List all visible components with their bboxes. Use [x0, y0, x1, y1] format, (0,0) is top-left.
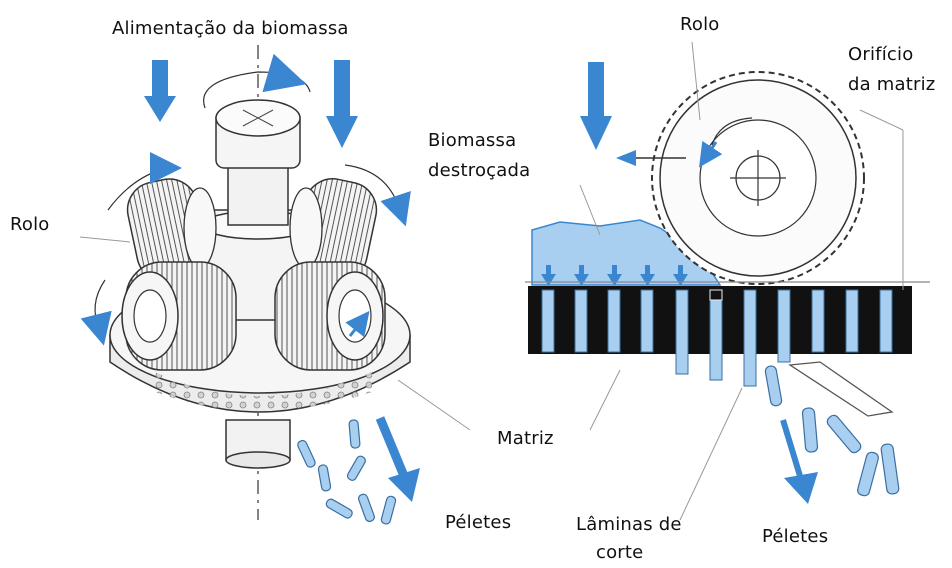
feed-label: Alimentação da biomassa: [112, 18, 349, 41]
biomass-label-2: destroçada: [428, 160, 530, 183]
feed-arrow-left: [144, 60, 176, 122]
roller-label-left: Rolo: [10, 214, 50, 237]
blades-label-2: corte: [596, 542, 643, 565]
roller-label-right: Rolo: [680, 14, 720, 37]
roller-front-left: [122, 262, 236, 370]
feed-arrow-top-right: [580, 62, 612, 150]
left-mill: [80, 45, 470, 525]
die-hole-label-1: Orifício: [848, 44, 913, 67]
roller-front-right: [275, 262, 385, 370]
right-section: [525, 42, 930, 520]
pellets-label-right: Péletes: [762, 526, 828, 549]
gear-roller: [652, 72, 864, 284]
die-label: Matriz: [497, 428, 554, 451]
die-hole-label-2: da matriz: [848, 74, 935, 97]
biomass-label-1: Biomassa: [428, 130, 516, 153]
pellets-label-left: Péletes: [445, 512, 511, 535]
pellets-left: [296, 420, 396, 525]
pellet-output-arrow-left: [380, 418, 420, 502]
blades-label-1: Lâminas de: [576, 514, 682, 537]
feed-arrow-right: [326, 60, 358, 148]
